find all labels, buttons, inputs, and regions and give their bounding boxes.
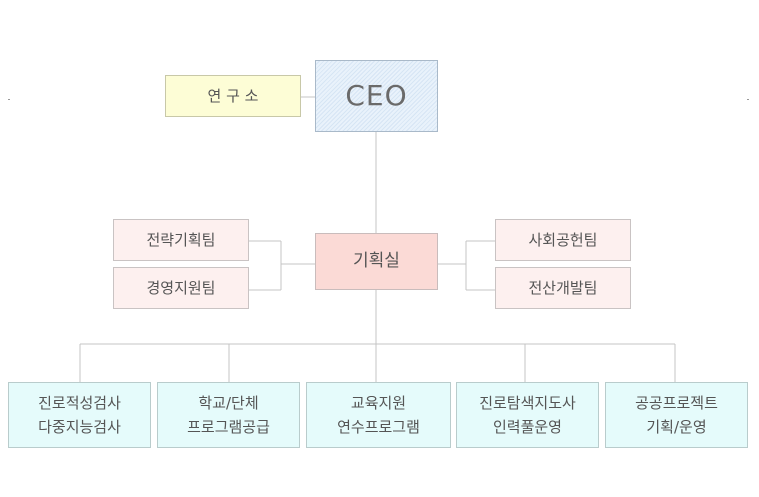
ceo-box[interactable]: CEO bbox=[315, 60, 438, 132]
left-team-label-2: 경영지원팀 bbox=[146, 279, 216, 297]
edge-mark-left bbox=[8, 99, 10, 100]
lab-box[interactable]: 연 구 소 bbox=[165, 75, 301, 117]
program-box-3[interactable]: 교육지원 연수프로그램 bbox=[306, 382, 451, 448]
program-5-line-1: 공공프로젝트 bbox=[635, 394, 718, 412]
left-team-label-1: 전략기획팀 bbox=[146, 231, 216, 249]
right-team-box-2[interactable]: 전산개발팀 bbox=[495, 267, 631, 309]
program-3-line-2: 연수프로그램 bbox=[337, 418, 420, 436]
left-team-box-1[interactable]: 전략기획팀 bbox=[113, 219, 249, 261]
ceo-label: CEO bbox=[345, 78, 408, 112]
program-box-4[interactable]: 진로탐색지도사 인력풀운영 bbox=[456, 382, 599, 448]
planning-box[interactable]: 기획실 bbox=[315, 233, 438, 290]
program-4-line-1: 진로탐색지도사 bbox=[479, 394, 576, 412]
program-2-line-2: 프로그램공급 bbox=[187, 418, 270, 436]
right-team-box-1[interactable]: 사회공헌팀 bbox=[495, 219, 631, 261]
planning-label: 기획실 bbox=[353, 250, 400, 271]
program-5-line-2: 기획/운영 bbox=[646, 418, 707, 436]
program-box-1[interactable]: 진로적성검사 다중지능검사 bbox=[8, 382, 151, 448]
program-box-2[interactable]: 학교/단체 프로그램공급 bbox=[157, 382, 300, 448]
program-1-line-2: 다중지능검사 bbox=[38, 418, 121, 436]
program-4-line-2: 인력풀운영 bbox=[492, 418, 562, 436]
left-team-box-2[interactable]: 경영지원팀 bbox=[113, 267, 249, 309]
program-2-line-1: 학교/단체 bbox=[198, 394, 259, 412]
edge-mark-right bbox=[747, 99, 749, 100]
right-team-label-2: 전산개발팀 bbox=[528, 279, 598, 297]
program-3-line-1: 교육지원 bbox=[350, 394, 407, 412]
right-team-label-1: 사회공헌팀 bbox=[528, 231, 598, 249]
program-1-line-1: 진로적성검사 bbox=[38, 394, 121, 412]
lab-label: 연 구 소 bbox=[207, 87, 259, 105]
program-box-5[interactable]: 공공프로젝트 기획/운영 bbox=[605, 382, 748, 448]
